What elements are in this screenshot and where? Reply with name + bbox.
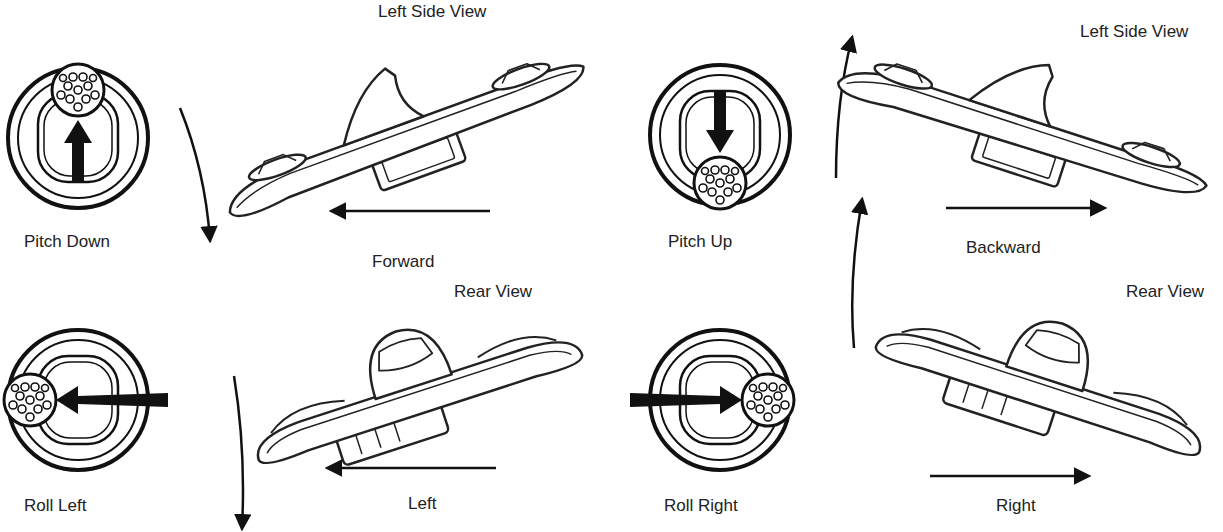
joystick <box>630 330 794 470</box>
rotation-arrow <box>180 108 210 240</box>
motion-arrow <box>328 467 496 470</box>
control-label: Roll Left <box>24 496 86 516</box>
drone-side <box>202 5 600 243</box>
view-label: Left Side View <box>1080 22 1188 42</box>
rotation-arrow <box>234 376 243 528</box>
motion-arrow <box>930 475 1088 478</box>
view-label: Rear View <box>1126 282 1204 302</box>
joystick <box>8 64 148 208</box>
motion-arrow <box>946 207 1104 210</box>
control-label: Roll Right <box>664 496 738 516</box>
joystick <box>4 330 168 470</box>
direction-label: Forward <box>372 252 434 272</box>
rotation-arrow <box>852 200 862 348</box>
drone-rear <box>866 271 1223 483</box>
control-label: Pitch Up <box>668 232 732 252</box>
drone-side <box>828 5 1223 231</box>
control-label: Pitch Down <box>24 232 110 252</box>
view-label: Rear View <box>454 282 532 302</box>
direction-label: Right <box>996 496 1036 516</box>
rotation-arrow <box>836 38 852 178</box>
joystick <box>650 65 790 209</box>
drone-rear <box>234 279 592 491</box>
direction-label: Left <box>408 494 436 514</box>
direction-label: Backward <box>966 238 1041 258</box>
motion-arrow <box>332 210 490 213</box>
view-label: Left Side View <box>378 2 486 22</box>
